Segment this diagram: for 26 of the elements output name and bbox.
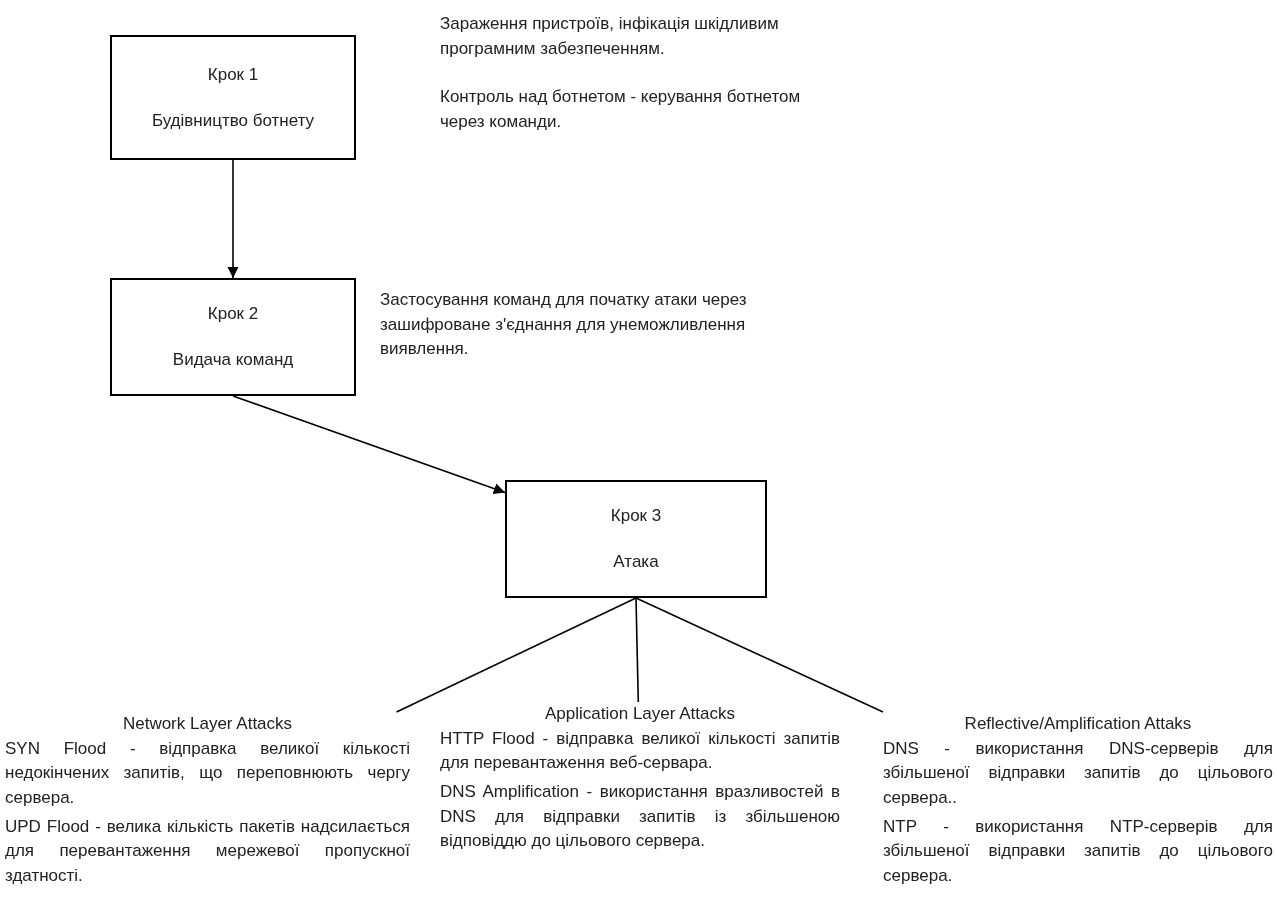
attack-description: HTTP Flood - відправка великої кількості запитів для перевантаження веб-сервара. (440, 727, 840, 775)
connector-line (395, 597, 637, 713)
category-heading: Application Layer Attacks (544, 703, 736, 725)
attack-description: NTP - використання NTP-серверів для збільшеної відправки запитів до цільового сервера. (883, 815, 1273, 887)
attack-description: DNS - використання DNS-серверів для збільшеної відправки запитів до цільового сервера.. (883, 737, 1273, 809)
arrow (232, 395, 506, 495)
step-title: Атака (612, 552, 660, 572)
connector-line (635, 597, 640, 703)
category-heading: Network Layer Attacks (121, 713, 294, 735)
process-box (110, 278, 356, 396)
step-label: Крок 3 (609, 506, 663, 526)
step-label: Крок 2 (206, 304, 260, 324)
annotation-text: Зараження пристроїв, інфікація шкідливим програмним забезпеченням. (440, 13, 780, 60)
arrow (227, 159, 239, 279)
annotation-text: Контроль над ботнетом - керування ботнетом через команди. (440, 86, 802, 133)
step-title: Будівництво ботнету (150, 110, 316, 131)
process-box (505, 480, 767, 598)
step-label: Крок 1 (206, 64, 260, 85)
process-box (110, 35, 356, 160)
step-title: Видача команд (171, 350, 295, 370)
attack-description: UPD Flood - велика кількість пакетів надсилається для перевантаження мережевої пропускної здатності. (5, 815, 410, 887)
connector-line (635, 597, 884, 713)
category-heading: Reflective/Amplification Attaks (963, 713, 1193, 735)
attack-description: DNS Amplification - використання вразливостей в DNS для відправки запитів із збільшеною відповіддю до цільового сервера. (440, 780, 840, 853)
annotation-text: Застосування команд для початку атаки через зашифроване з'єднання для унеможливлення виявлення. (380, 289, 748, 361)
attack-description: SYN Flood - відправка великої кількості недокінчених запитів, що переповнюють чергу сервера. (5, 737, 410, 809)
